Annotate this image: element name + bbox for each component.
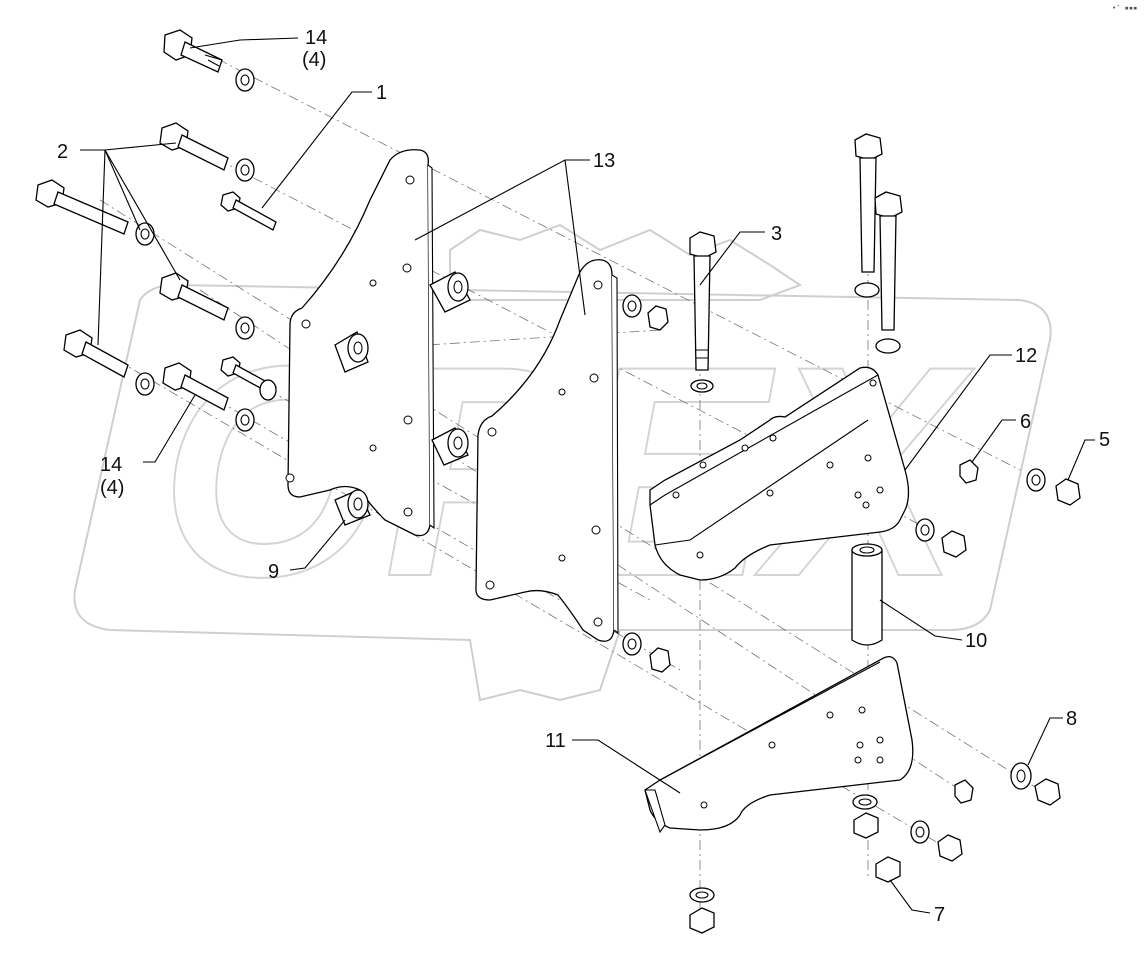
washer-small — [259, 379, 277, 401]
bushing-c — [431, 427, 469, 466]
label-14-top: 14 — [305, 27, 327, 49]
label-9: 9 — [268, 561, 279, 583]
bushing-b — [334, 331, 369, 373]
nut-5 — [1055, 478, 1081, 506]
label-7: 7 — [934, 904, 945, 926]
bushing-9 — [334, 489, 371, 526]
bolt-14-top — [163, 29, 223, 73]
nut-6 — [959, 459, 979, 484]
label-3: 3 — [771, 223, 782, 245]
leader-lines — [80, 37, 1095, 914]
bracket-part-11 — [644, 656, 914, 834]
bolt-vertical-b — [874, 191, 903, 331]
spacer-tube-10 — [851, 543, 883, 646]
nut-7 — [875, 856, 901, 883]
plate-part-13 — [475, 259, 619, 642]
bolt-14-bottom — [162, 362, 229, 411]
label-11: 11 — [545, 730, 566, 752]
bolt-1 — [220, 191, 277, 231]
bolt-vertical-a — [854, 133, 883, 273]
bolt-2-a — [159, 122, 229, 171]
bushings — [334, 271, 471, 526]
label-8: 8 — [1066, 708, 1077, 730]
label-14-bottom: 14 — [100, 454, 122, 476]
bolts — [35, 29, 903, 432]
corner-mark: •″ ▪▪▪ — [1112, 4, 1137, 12]
label-6: 6 — [1020, 411, 1031, 433]
label-5: 5 — [1099, 429, 1110, 451]
bolt-2-d — [63, 329, 129, 378]
label-1: 1 — [376, 82, 387, 104]
bracket-part-12 — [649, 366, 910, 581]
bushing-a — [429, 271, 471, 313]
label-2: 2 — [57, 141, 68, 163]
label-10: 10 — [965, 630, 987, 652]
washer-vb — [875, 338, 901, 354]
label-14-bottom-qty: (4) — [100, 477, 124, 499]
label-12: 12 — [1015, 345, 1037, 367]
washer-va — [854, 282, 880, 298]
nuts-and-washers — [622, 294, 1081, 934]
bolt-2-b — [35, 179, 129, 235]
bolt-2-c — [159, 272, 229, 321]
bolt-3 — [689, 231, 717, 371]
label-14-top-qty: (4) — [302, 49, 326, 71]
part-labels: 14 (4) 1 2 13 3 12 6 5 14 (4) 9 10 8 11 … — [57, 4, 1137, 926]
label-13: 13 — [593, 150, 615, 172]
